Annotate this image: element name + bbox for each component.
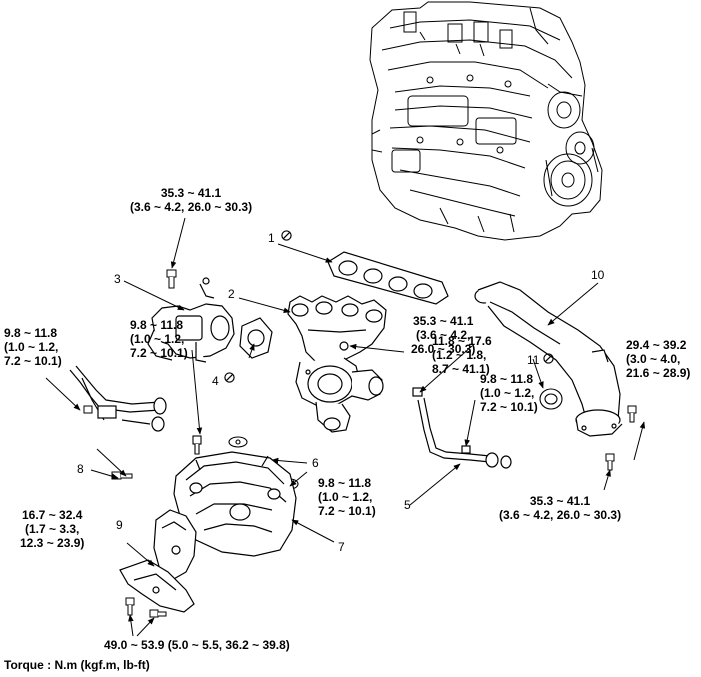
lower-heat-protector <box>119 509 197 613</box>
part-number-1: 1 <box>268 231 275 245</box>
torque-label-oil-feed-lower: 9.8 ~ 11.8(1.0 ~ 1.2,7.2 ~ 10.1) <box>480 372 538 414</box>
torque-label-manifold-nut: 35.3 ~ 41.1(3.6 ~ 4.2,26.0 ~ 30.3) <box>411 314 476 356</box>
part-number-9: 9 <box>116 518 123 532</box>
part-number-10: 10 <box>591 268 605 282</box>
torque-label-oil-feed-upper: 11.8 ~ 17.6(1.2 ~ 1.8,8.7 ~ 41.1) <box>432 334 492 376</box>
exhaust-manifold-turbocharger <box>287 295 387 433</box>
turbo-outlet-pipe <box>474 281 623 437</box>
part-number-7: 7 <box>338 540 345 554</box>
engine-block <box>369 1 603 241</box>
bolt-actuator <box>166 269 177 289</box>
torque-label-outlet-pipe-lower: 35.3 ~ 41.1(3.6 ~ 4.2, 26.0 ~ 30.3) <box>499 494 622 522</box>
part-number-6: 6 <box>312 456 319 470</box>
torque-label-oil-return-lower: 16.7 ~ 32.4(1.7 ~ 3.3,12.3 ~ 23.9) <box>20 508 85 550</box>
no-reuse-icon <box>543 353 554 364</box>
no-reuse-icon <box>224 372 235 383</box>
torque-label-oil-return-bolt: 9.8 ~ 11.8(1.0 ~ 1.2,7.2 ~ 10.1) <box>4 326 62 368</box>
part-number-4: 4 <box>212 374 219 388</box>
turbo-gasket <box>239 317 273 359</box>
no-reuse-icon <box>281 230 292 241</box>
outlet-pipe-gasket <box>539 388 563 410</box>
torque-label-lower-heat-bolts: 49.0 ~ 53.9 (5.0 ~ 5.5, 36.2 ~ 39.8) <box>104 638 290 652</box>
part-number-8: 8 <box>77 462 84 476</box>
torque-units-note: Torque : N.m (kgf.m, lb-ft) <box>4 658 150 672</box>
part-number-11: 11 <box>527 353 540 367</box>
part-number-2: 2 <box>228 287 235 301</box>
leader-lines <box>45 217 646 637</box>
torque-label-actuator-mount: 9.8 ~ 11.8(1.0 ~ 1.2,7.2 ~ 10.1) <box>130 318 188 360</box>
part-number-5: 5 <box>404 498 411 512</box>
wastegate-actuator <box>147 277 235 363</box>
oil-return-pipe <box>69 365 167 432</box>
exhaust-manifold-gasket <box>327 251 449 305</box>
torque-label-actuator-bolt: 35.3 ~ 41.1(3.6 ~ 4.2, 26.0 ~ 30.3) <box>130 186 253 214</box>
heat-protector <box>173 451 297 557</box>
torque-label-outlet-pipe-upper: 29.4 ~ 39.2(3.0 ~ 4.0,21.6 ~ 28.9) <box>626 338 691 380</box>
part-number-3: 3 <box>114 272 121 286</box>
torque-label-heat-protector: 9.8 ~ 11.8(1.0 ~ 1.2,7.2 ~ 10.1) <box>318 476 376 518</box>
